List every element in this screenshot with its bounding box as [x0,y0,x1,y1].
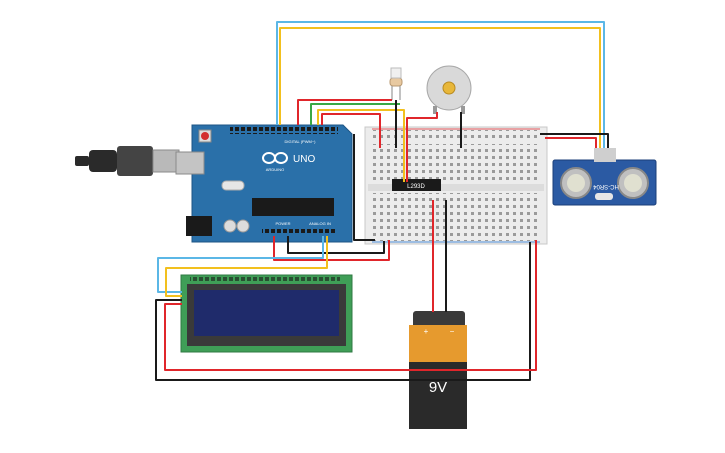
battery-plus: + [424,327,429,336]
lcd-16x2 [180,274,353,353]
usb-cable [75,146,180,176]
arduino-brand: ARDUINO [266,167,284,172]
power-header-label: POWER [275,221,290,226]
power-jack [186,216,212,236]
hc-sr04-sensor: HC-SR04 [552,148,657,206]
wire-black-bb [353,134,375,241]
capacitor-1 [223,219,237,233]
wire-black-sensor [540,133,609,148]
battery-9v: + − 9V [409,311,467,429]
reset-button[interactable] [201,132,209,140]
wire-green-led [310,103,400,125]
power-analog-header [262,228,336,235]
led-resistor [389,67,403,100]
wire-yellow-top [279,27,601,148]
digital-header [230,127,338,134]
arduino-uno-board: DIGITAL (PWM~) POWER ANALOG IN UNO ARDUI… [175,124,353,243]
wire-red-motor [406,112,438,182]
usb-port [175,151,205,175]
breadboard [364,126,548,245]
wires [155,21,609,381]
digital-header-label: DIGITAL (PWM~) [285,139,317,144]
dc-motor [426,65,472,114]
sensor-model: HC-SR04 [593,183,619,189]
wire-yellow-d [317,109,405,182]
l293d-chip: L293D [392,179,441,191]
wire-red-d [321,113,381,148]
wire-black-lcd [155,242,531,381]
arduino-model: UNO [293,154,315,165]
capacitor-2 [236,219,250,233]
battery-minus: − [450,327,455,336]
wire-black-loop [287,236,385,254]
wire-red-lcd [164,240,537,371]
infinity-logo-icon [262,152,288,164]
wire-red-led [297,99,392,125]
battery-label: 9V [429,379,447,396]
wire-yellow-lcd [165,236,328,297]
wire-red-sensor [545,137,597,148]
chip-label: L293D [407,184,425,190]
analog-header-label: ANALOG IN [309,221,331,226]
wire-blue-top [276,21,605,148]
crystal [221,180,245,191]
wire-red-loop [273,236,390,261]
